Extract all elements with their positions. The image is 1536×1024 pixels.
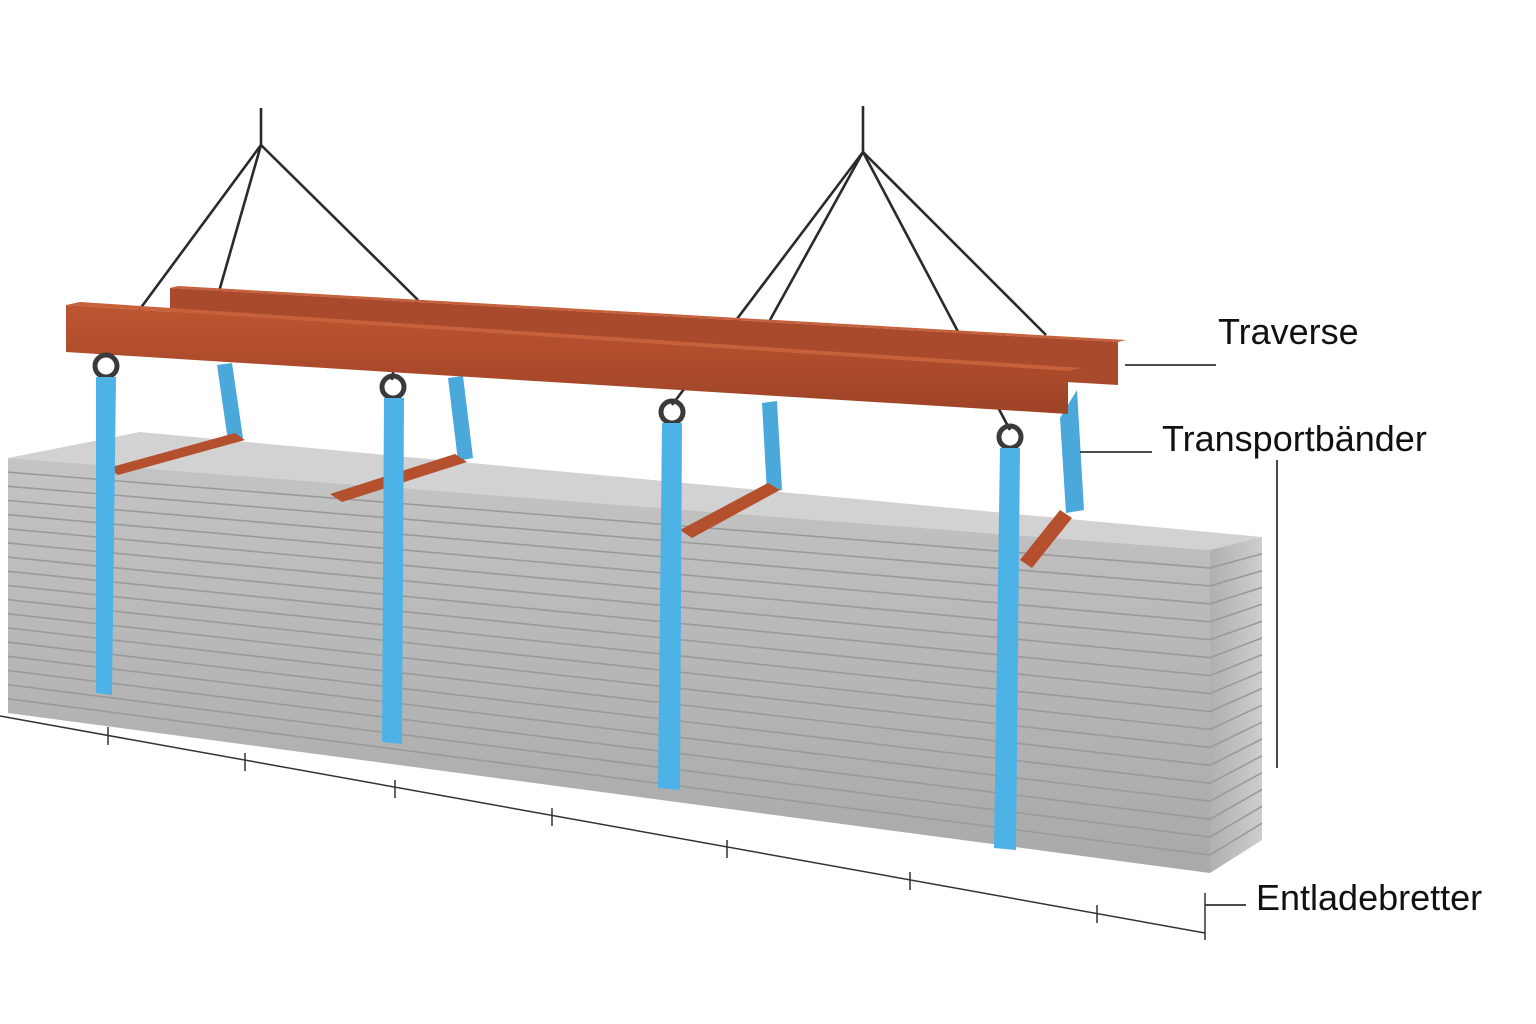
board-line [7,641,1263,785]
unloading-board-4 [1020,510,1072,568]
leader-lines [1080,364,1278,906]
board-line [7,627,1263,767]
back-straps [217,363,1084,513]
unloading-board-1 [108,433,245,475]
shackle-rings [92,352,1024,451]
unloading-board-3 [680,483,780,538]
board-line [7,669,1263,821]
board-stack [7,432,1263,873]
strap-back-1 [217,363,243,441]
stack-top [8,432,1262,550]
front-beam-front [66,305,1068,414]
board-line [7,613,1263,749]
board-line [7,485,1263,587]
board-line [7,598,1263,731]
strap-front-4 [994,448,1020,850]
board-line [7,528,1263,641]
traverse-beam [66,286,1126,414]
board-line [7,499,1263,605]
back-beam-top [170,286,1126,342]
board-line [7,542,1263,659]
label-traverse: Traverse [1218,311,1359,352]
stack-side [1210,537,1262,873]
strap-front-1 [96,377,116,695]
board-line [7,570,1263,695]
strap-front-2 [382,398,404,744]
board-line [7,655,1263,803]
board-line [7,556,1263,677]
strap-back-3 [762,401,782,493]
label-transport-straps: Transportbänder [1162,418,1427,459]
board-line [7,683,1263,838]
board-line [7,584,1263,713]
board-line [7,471,1263,569]
strap-back-4 [1060,390,1084,513]
front-beam-top [66,302,1082,371]
board-line [7,513,1263,623]
label-unloading-boards: Entladebretter [1256,877,1482,918]
ring-1 [92,352,120,380]
strap-front-3 [658,423,682,790]
front-straps [96,377,1020,850]
dimension-scale [0,715,1206,940]
strap-back-2 [448,376,473,461]
board-line [7,698,1263,856]
